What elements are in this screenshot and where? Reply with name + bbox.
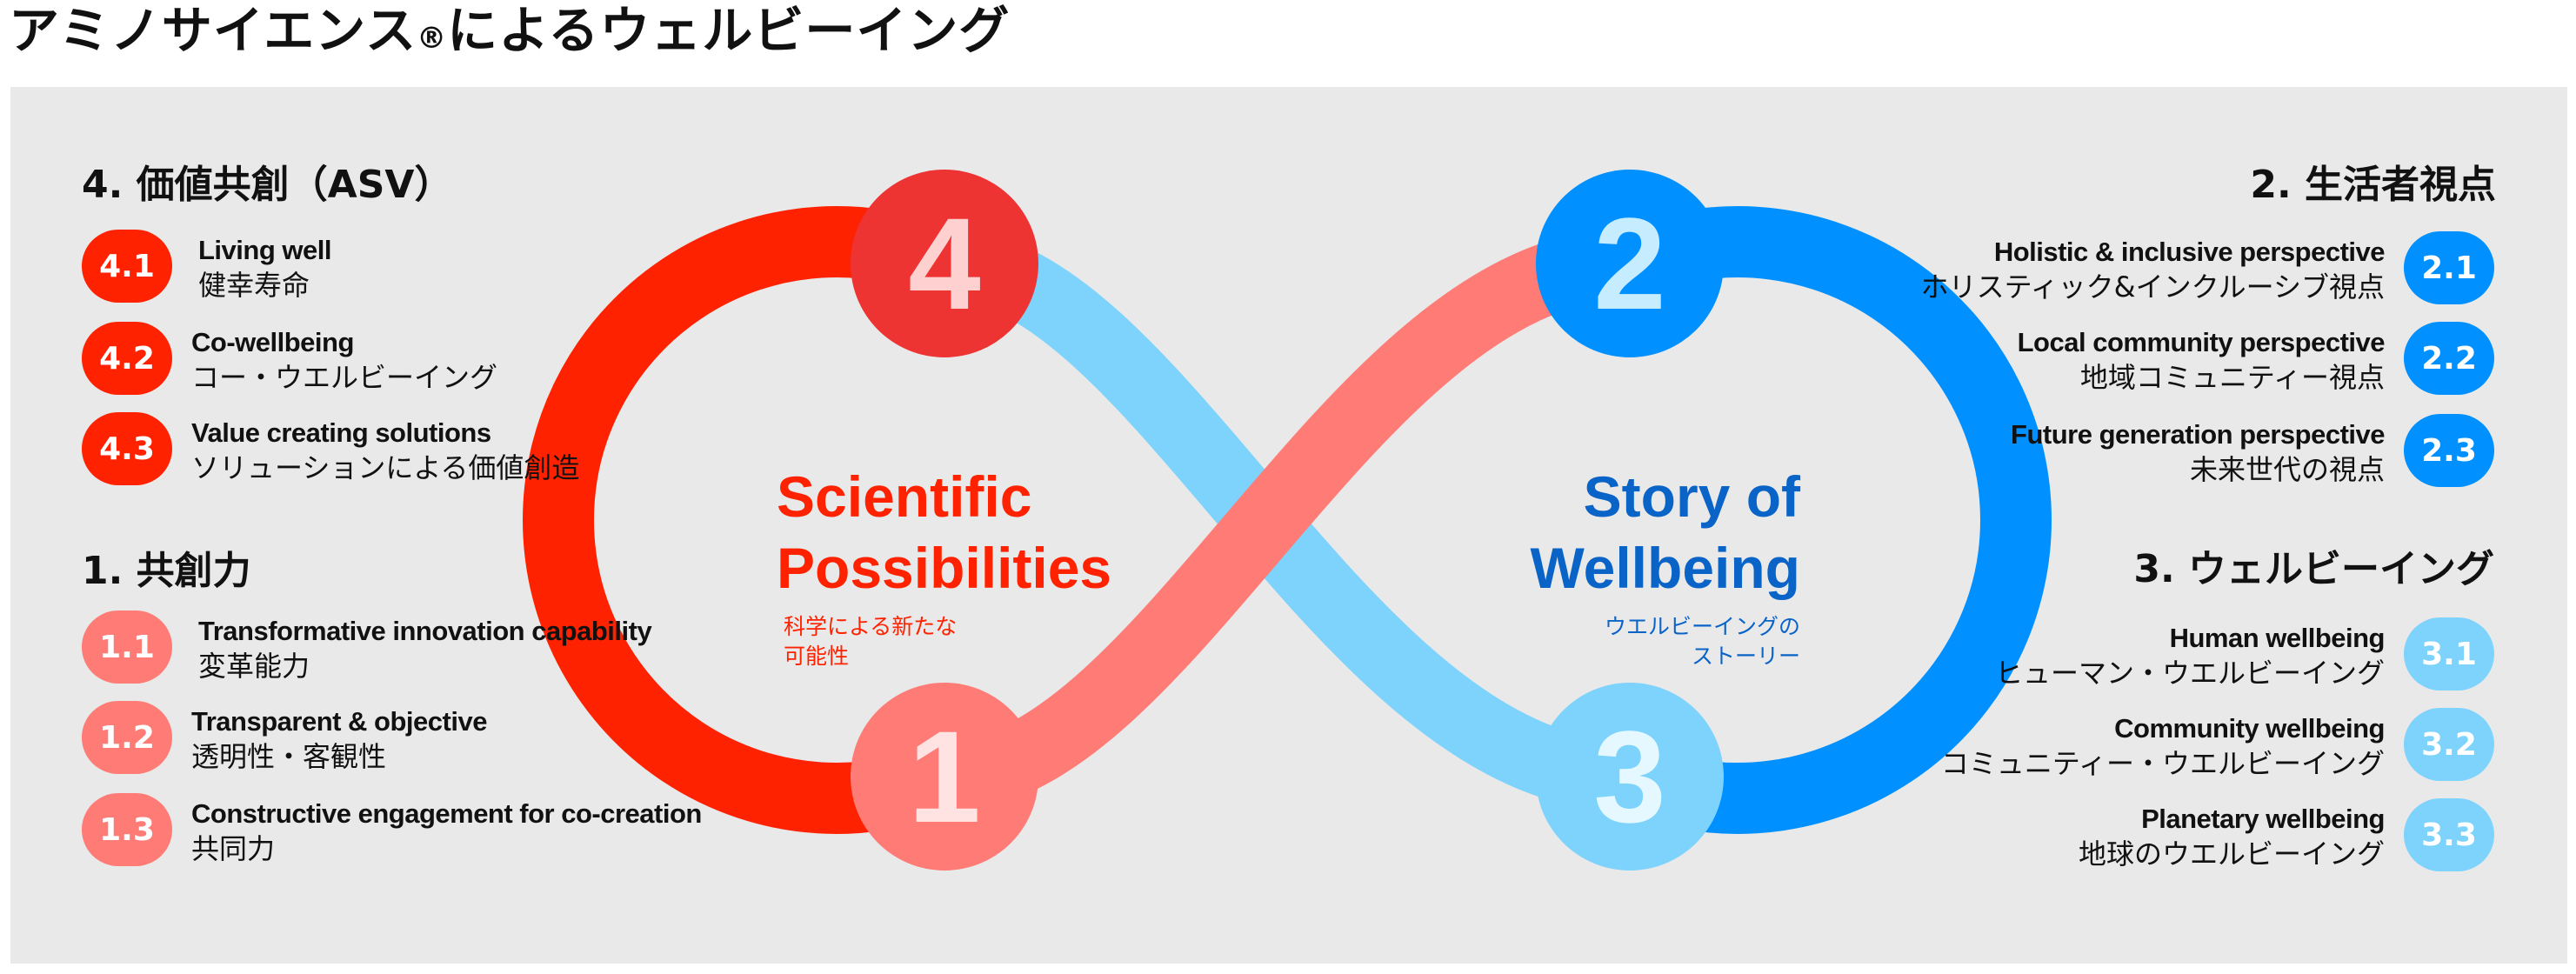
item-3-3-jp: 地球のウエルビーイング — [2078, 837, 2385, 871]
item-1-3-jp: 共同力 — [191, 832, 276, 865]
item-1-1-en: Transformative innovation capability — [198, 616, 652, 646]
badge-3-2: 3.2 — [2404, 708, 2494, 781]
story-of-wellbeing-label: Story of Wellbeing ウエルビーイングの ストーリー — [1531, 461, 1800, 671]
story-line2: Wellbeing — [1530, 536, 1800, 600]
badge-2-1: 2.1 — [2404, 231, 2494, 304]
badge-4-2: 4.2 — [82, 322, 172, 395]
crossing-band-salmon — [942, 228, 1632, 812]
list-item-1-3: 1.3 Constructive engagement for co-creat… — [82, 793, 708, 871]
item-2-1-jp: ホリスティック&インクルーシブ視点 — [1920, 270, 2385, 304]
node-1-number: 1 — [908, 704, 980, 850]
left-loop-arc — [523, 206, 958, 834]
node-4-circle — [851, 170, 1038, 357]
badge-1-1: 1.1 — [82, 610, 172, 684]
list-item-2-2: 2.2 Local community perspective 地域コミュニティ… — [1868, 322, 2494, 400]
list-item-3-1: 3.1 Human wellbeing ヒューマン・ウエルビーイング — [1868, 617, 2494, 696]
list-item-2-1: 2.1 Holistic & inclusive perspective ホリス… — [1868, 231, 2494, 310]
section-4-heading: 4. 価値共創（ASV） — [82, 163, 453, 207]
title-suffix: によるウェルビーイング — [447, 1, 1011, 60]
item-1-2-en: Transparent & objective — [191, 706, 487, 737]
item-3-2-jp: コミュニティー・ウエルビーイング — [1940, 747, 2385, 780]
registered-mark: ® — [417, 21, 448, 56]
badge-1-3: 1.3 — [82, 793, 172, 866]
scientific-jp2: 可能性 — [784, 644, 850, 669]
list-item-4-3: 4.3 Value creating solutions ソリューションによる価… — [82, 412, 691, 490]
list-item-4-1: 4.1 Living well 健幸寿命 — [82, 230, 691, 308]
badge-2-2: 2.2 — [2404, 322, 2494, 395]
item-4-2-en: Co-wellbeing — [191, 327, 354, 357]
item-4-1-jp: 健幸寿命 — [198, 269, 310, 302]
section-1-heading: 1. 共創力 — [82, 549, 251, 593]
item-2-3-jp: 未来世代の視点 — [2189, 453, 2385, 486]
list-item-2-3: 2.3 Future generation perspective 未来世代の視… — [1868, 414, 2494, 492]
right-loop-arc — [1616, 206, 2052, 834]
badge-4-1: 4.1 — [82, 230, 172, 303]
item-3-1-en: Human wellbeing — [2169, 623, 2386, 653]
item-3-1-jp: ヒューマン・ウエルビーイング — [1994, 657, 2385, 690]
item-3-2-en: Community wellbeing — [2114, 713, 2385, 744]
badge-4-3: 4.3 — [82, 412, 172, 485]
item-4-1-en: Living well — [198, 235, 331, 265]
story-jp1: ウエルビーイングの — [1604, 614, 1800, 639]
badge-3-1: 3.1 — [2404, 617, 2494, 690]
story-line1: Story of — [1583, 464, 1800, 529]
list-item-3-2: 3.2 Community wellbeing コミュニティー・ウエルビーイング — [1868, 708, 2494, 786]
story-jp2: ストーリー — [1691, 644, 1800, 669]
scientific-jp1: 科学による新たな — [784, 614, 958, 639]
item-2-3-en: Future generation perspective — [2011, 419, 2385, 450]
list-item-4-2: 4.2 Co-wellbeing コー・ウエルビーイング — [82, 322, 691, 400]
item-4-2-jp: コー・ウエルビーイング — [191, 361, 498, 394]
item-4-3-en: Value creating solutions — [191, 417, 491, 448]
section-2-heading: 2. 生活者視点 — [2250, 163, 2496, 207]
item-4-3-jp: ソリューションによる価値創造 — [191, 451, 580, 484]
badge-2-3: 2.3 — [2404, 414, 2494, 487]
list-item-1-2: 1.2 Transparent & objective 透明性・客観性 — [82, 701, 708, 779]
node-3-number: 3 — [1593, 704, 1665, 850]
item-2-2-jp: 地域コミュニティー視点 — [2079, 361, 2385, 394]
item-1-1-jp: 変革能力 — [198, 650, 310, 683]
badge-3-3: 3.3 — [2404, 798, 2494, 871]
scientific-line1: Scientific — [777, 464, 1032, 529]
scientific-possibilities-label: Scientific Possibilities 科学による新たな 可能性 — [777, 461, 1111, 671]
item-1-2-jp: 透明性・客観性 — [191, 740, 387, 773]
page-title: アミノサイエンス®によるウェルビーイング — [9, 0, 1010, 69]
section-3-heading: 3. ウェルビーイング — [2133, 547, 2494, 591]
node-4-number: 4 — [908, 190, 980, 337]
item-2-2-en: Local community perspective — [2017, 327, 2386, 357]
item-2-1-en: Holistic & inclusive perspective — [1993, 237, 2386, 267]
item-3-3-en: Planetary wellbeing — [2141, 804, 2385, 834]
title-main: アミノサイエンス — [9, 1, 417, 60]
item-1-3-en: Constructive engagement for co-creation — [191, 798, 702, 829]
node-3-circle — [1536, 683, 1724, 871]
node-2-circle — [1536, 170, 1724, 357]
node-2-number: 2 — [1593, 190, 1665, 337]
list-item-3-3: 3.3 Planetary wellbeing 地球のウエルビーイング — [1868, 798, 2494, 877]
badge-1-2: 1.2 — [82, 701, 172, 774]
node-1-circle — [851, 683, 1038, 871]
scientific-line2: Possibilities — [777, 536, 1112, 600]
list-item-1-1: 1.1 Transformative innovation capability… — [82, 610, 708, 689]
